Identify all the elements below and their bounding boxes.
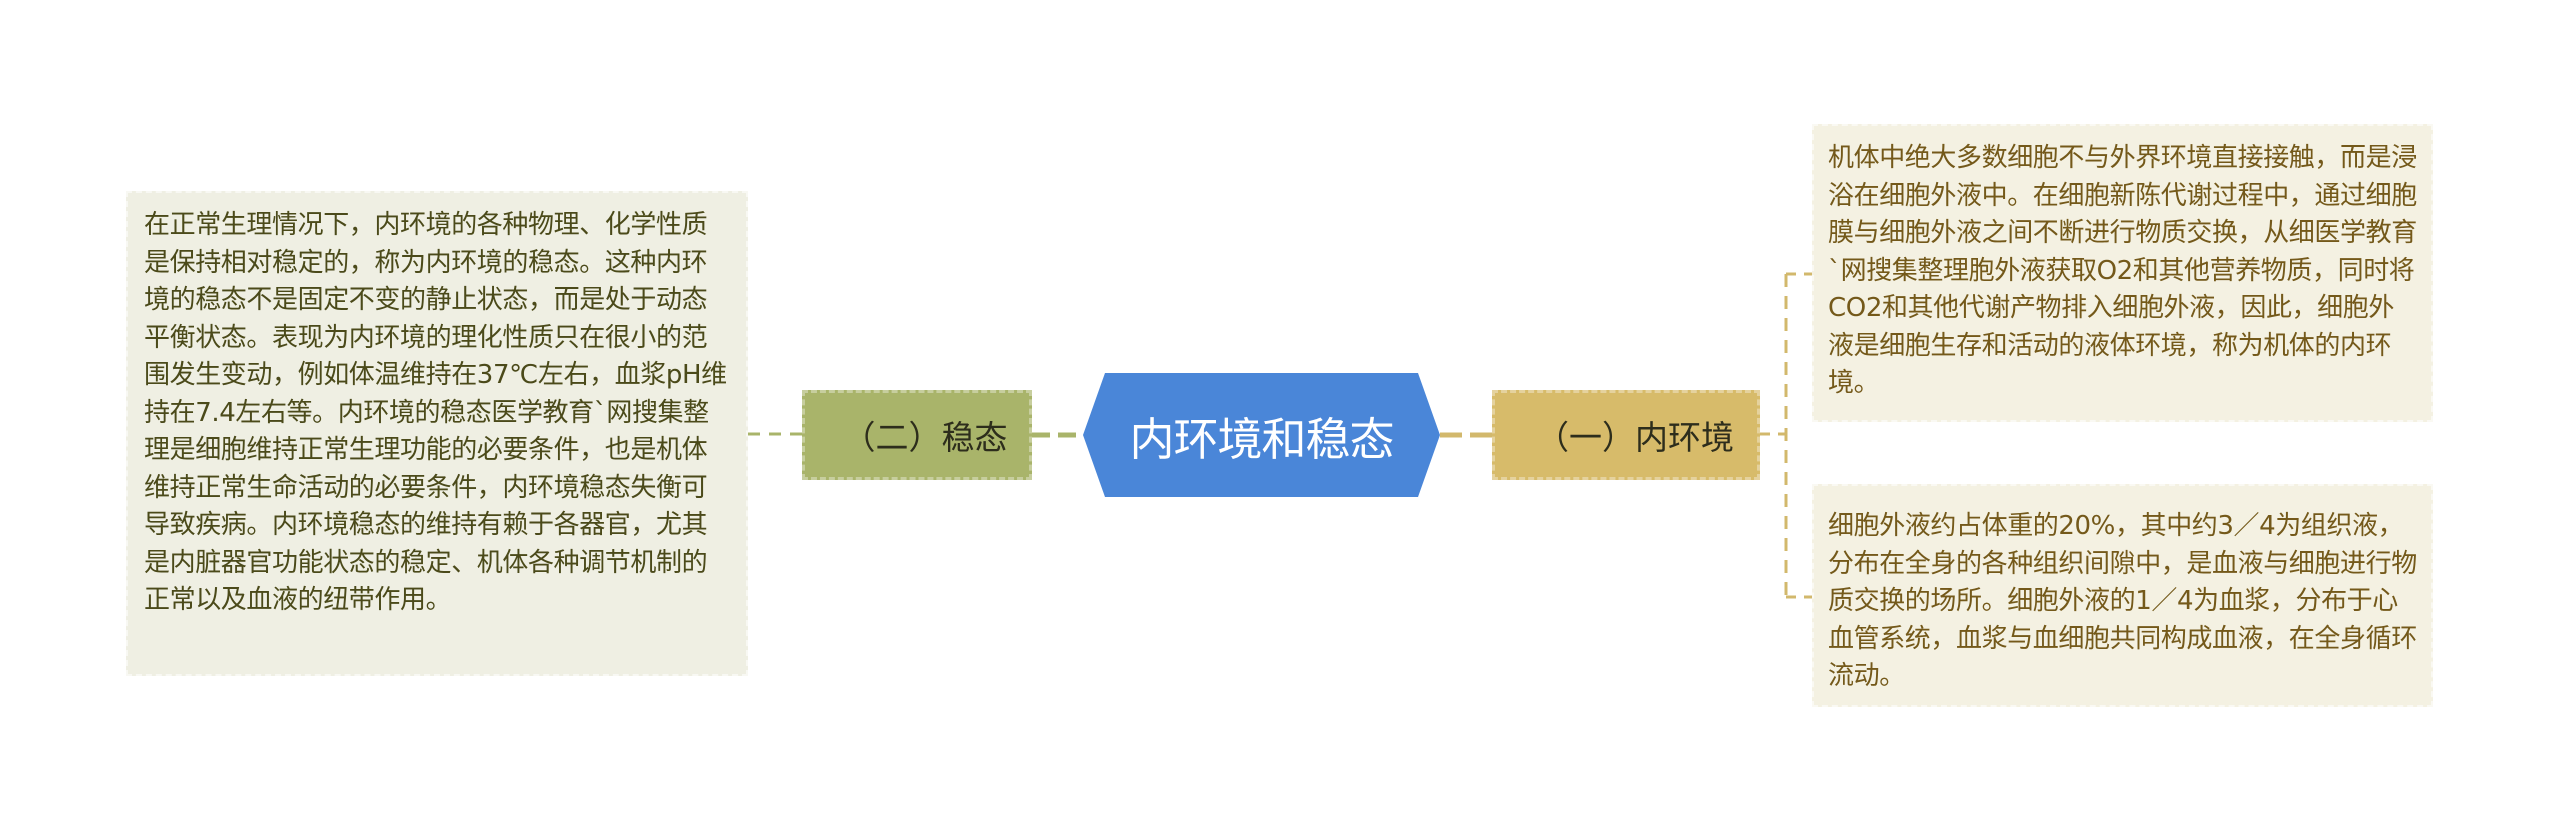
leaf-node-homeostasis-detail[interactable]: 在正常生理情况下，内环境的各种物理、化学性质是保持相对稳定的，称为内环境的稳态。… <box>126 191 748 676</box>
branch-node-internal-environment[interactable]: （一）内环境 <box>1492 390 1760 480</box>
leaf-text: 在正常生理情况下，内环境的各种物理、化学性质是保持相对稳定的，称为内环境的稳态。… <box>144 210 727 615</box>
root-label: 内环境和稳态 <box>1129 412 1394 466</box>
hexagon-shape <box>1083 373 1440 497</box>
leaf-text: 机体中绝大多数细胞不与外界环境直接接触，而是浸浴在细胞外液中。在细胞新陈代谢过程… <box>1828 143 2417 398</box>
root-node[interactable]: 内环境和稳态 <box>1083 373 1440 497</box>
branch-node-homeostasis[interactable]: （二）稳态 <box>802 390 1032 480</box>
leaf-node-internal-environment-definition[interactable]: 机体中绝大多数细胞不与外界环境直接接触，而是浸浴在细胞外液中。在细胞新陈代谢过程… <box>1812 124 2433 422</box>
branch-label: （二）稳态 <box>842 418 1008 457</box>
leaf-text: 细胞外液约占体重的20%，其中约3／4为组织液，分布在全身的各种组织间隙中，是血… <box>1828 511 2417 691</box>
leaf-node-extracellular-fluid[interactable]: 细胞外液约占体重的20%，其中约3／4为组织液，分布在全身的各种组织间隙中，是血… <box>1812 484 2433 707</box>
branch-label: （一）内环境 <box>1536 418 1734 457</box>
